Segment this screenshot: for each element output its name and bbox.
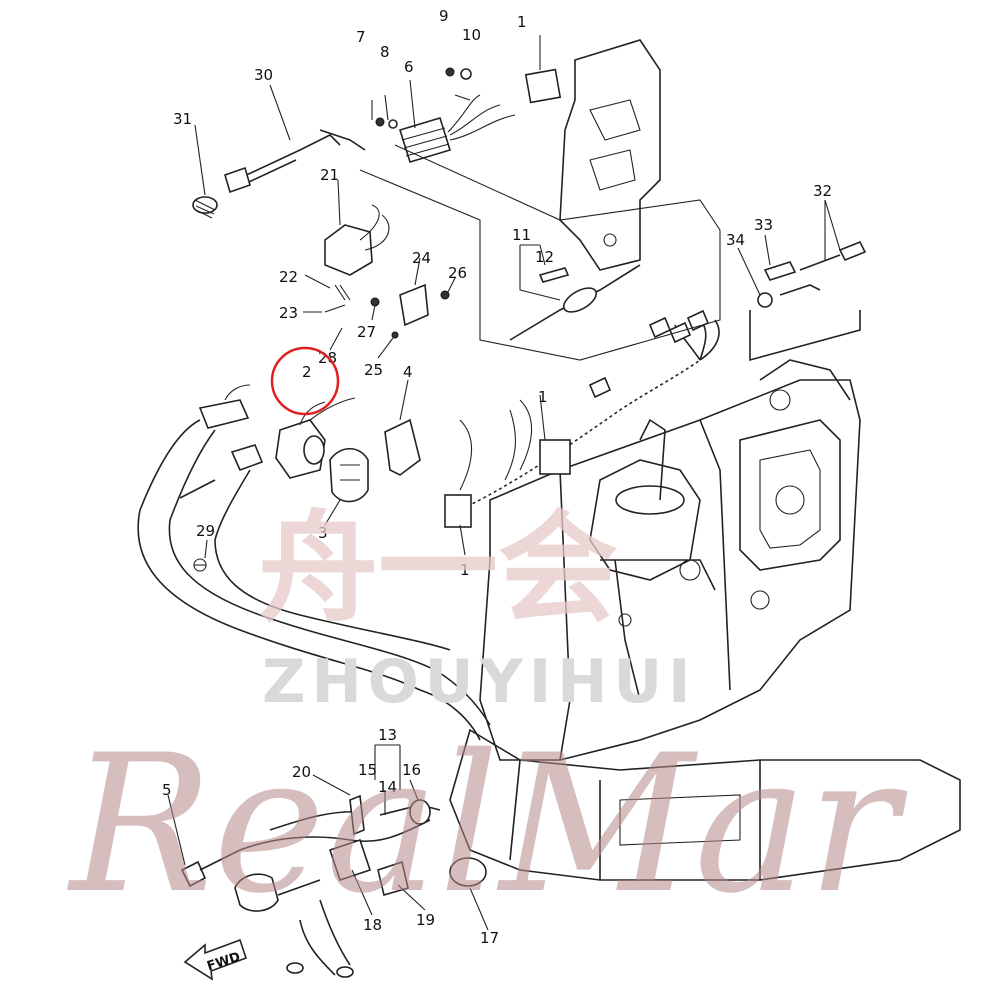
callout-6: 6 (404, 58, 414, 76)
cable-11 (509, 264, 641, 341)
callout-21: 21 (320, 166, 339, 184)
leader-lines (167, 35, 841, 931)
pin-23 (324, 304, 346, 313)
callout-1-mid: 1 (538, 388, 548, 406)
battery-cables (137, 384, 491, 741)
callout-20: 20 (292, 763, 311, 781)
watermark-latin: ZHOUYIHUI (262, 647, 696, 717)
callout-24: 24 (412, 249, 431, 267)
relay-2 (275, 397, 356, 479)
callout-34: 34 (726, 231, 745, 249)
lower-bracket (449, 728, 961, 887)
callout-27: 27 (357, 323, 376, 341)
cap-1 (524, 68, 562, 104)
callout-2: 2 (302, 363, 312, 381)
callout-16: 16 (402, 761, 421, 779)
callout-10: 10 (462, 26, 481, 44)
cover-3 (329, 447, 369, 503)
lever-30 (224, 129, 366, 194)
watermark-chinese: 舟一会 (258, 500, 618, 639)
callout-19: 19 (416, 911, 435, 929)
bracket-assembly-1 (524, 39, 661, 271)
callout-9: 9 (439, 7, 449, 25)
unit-6 (375, 67, 516, 163)
bolt-26 (440, 290, 450, 300)
callout-22: 22 (279, 268, 298, 286)
callout-30: 30 (254, 66, 273, 84)
callout-32: 32 (813, 182, 832, 200)
callout-5: 5 (162, 781, 172, 799)
highlight-circle-part-2 (270, 346, 340, 416)
clamp-1 (539, 439, 571, 475)
clamp-18 (328, 838, 372, 882)
callout-7: 7 (356, 28, 366, 46)
cover-3-detail (340, 464, 360, 481)
callout-11: 11 (512, 226, 531, 244)
watermark-script: RealMar (67, 714, 908, 935)
connectors-32-34 (749, 240, 867, 362)
callout-8: 8 (380, 43, 390, 61)
callout-31: 31 (173, 110, 192, 128)
nut-25 (391, 331, 399, 339)
plate-24 (399, 283, 429, 327)
plug-connector (234, 873, 279, 912)
callout-23: 23 (279, 304, 298, 322)
callout-26: 26 (448, 264, 467, 282)
switch-21 (324, 204, 390, 276)
callout-12: 12 (535, 248, 554, 266)
lower-wiring (180, 794, 441, 978)
grommet-17 (449, 857, 487, 887)
callout-1-low: 1 (460, 561, 470, 579)
callout-29: 29 (196, 522, 215, 540)
bracket-4 (384, 418, 421, 476)
callout-18: 18 (363, 916, 382, 934)
callout-3: 3 (318, 524, 328, 542)
cap-5 (180, 860, 207, 888)
callout-25: 25 (364, 361, 383, 379)
callout-1-top: 1 (517, 13, 527, 31)
clamp-1b (444, 494, 472, 528)
callout-33: 33 (754, 216, 773, 234)
wire-harness (444, 309, 720, 528)
spring-22 (334, 284, 351, 301)
callout-4: 4 (403, 363, 413, 381)
bolt-27 (370, 297, 380, 307)
callout-17: 17 (480, 929, 499, 947)
fwd-arrow: FWD (183, 938, 248, 981)
bolt-20 (349, 794, 365, 836)
spring-31 (192, 196, 218, 219)
callout-13: 13 (378, 726, 397, 744)
callout-labels: 1 1 1 2 3 4 5 6 7 8 9 10 11 12 13 14 15 … (162, 7, 832, 947)
grommet-16 (409, 799, 431, 825)
callout-14: 14 (378, 778, 397, 796)
engine-block (479, 359, 861, 761)
callout-15: 15 (358, 761, 377, 779)
